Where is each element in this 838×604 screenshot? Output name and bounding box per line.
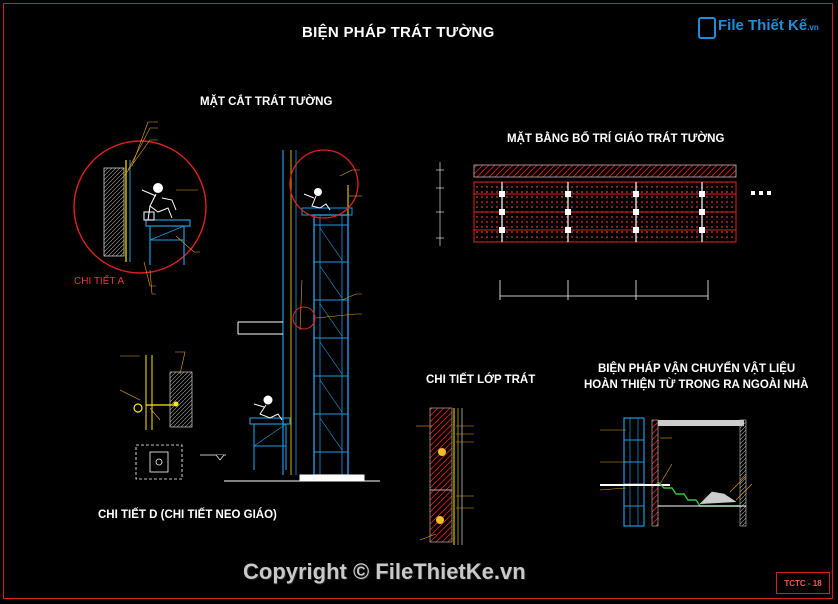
copyright-watermark: Copyright © FileThietKe.vn (243, 559, 526, 584)
worker-figure-bottom (253, 395, 283, 421)
layer-detail (416, 407, 474, 545)
detail-a-circle (73, 140, 207, 274)
drawing-frame (3, 3, 833, 599)
detail-a-group (73, 121, 207, 295)
drawing-title: BIỆN PHÁP TRÁT TƯỜNG (302, 24, 495, 41)
worker-figure-top (303, 188, 331, 211)
detail-d-title: CHI TIẾT D (CHI TIẾT NEO GIÁO) (98, 509, 277, 521)
filethietke-logo: File Thiết Kế.vn (698, 11, 819, 45)
plan-view (436, 162, 771, 300)
detail-a-wall (103, 167, 125, 257)
logo-text: File Thiết Kế.vn (718, 17, 819, 34)
layer-detail-title: CHI TIẾT LỚP TRÁT (426, 374, 536, 386)
transport-section (599, 417, 753, 527)
transport-title-line1: BIỆN PHÁP VẬN CHUYỂN VẬT LIỆU (598, 363, 796, 375)
section-title: MẶT CẮT TRÁT TƯỜNG (200, 96, 333, 108)
detail-a-label: CHI TIẾT A (74, 276, 125, 287)
detail-d-group (119, 351, 193, 480)
detail-circle-b (292, 306, 316, 330)
plan-title: MẶT BẰNG BỐ TRÍ GIÁO TRÁT TƯỜNG (507, 133, 725, 145)
worker-figure-a (141, 183, 177, 221)
detail-circle-top (289, 149, 359, 219)
logo-suffix: .vn (807, 23, 819, 32)
logo-name: File Thiết Kế (718, 17, 808, 34)
sheet-number-stamp: TCTC - 18 (776, 572, 830, 594)
section-tower (200, 149, 380, 482)
file-icon (698, 17, 716, 39)
transport-title-line2: HOÀN THIỆN TỪ TRONG RA NGOÀI NHÀ (584, 379, 809, 391)
